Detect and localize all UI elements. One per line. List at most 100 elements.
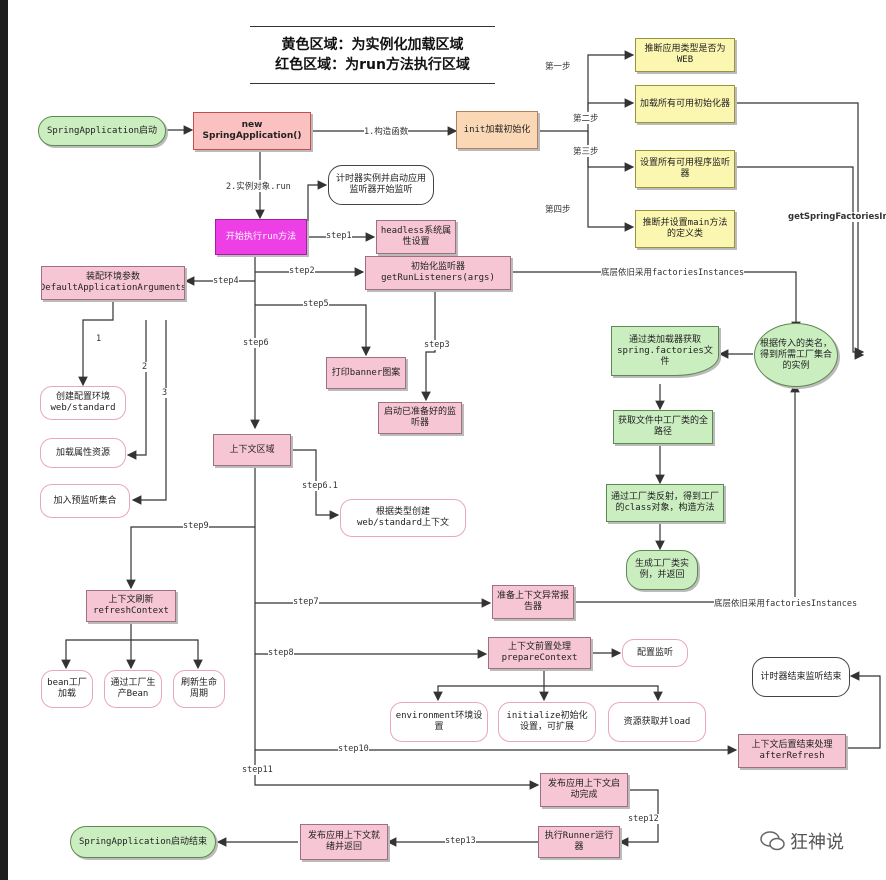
load-props-label: 加载属性资源: [55, 447, 110, 458]
label-branch-1: 1: [96, 334, 102, 344]
label-step3: step3: [424, 340, 450, 350]
factory-instance-node: 根据传入的类名，得到所需工厂集合的实例: [754, 323, 838, 387]
classloader-label: 通过类加载器获取spring.factories文件: [617, 334, 713, 367]
load-initializers-label: 加载所有可用初始化器: [639, 98, 730, 109]
create-env-node: 创建配置环境web/standard: [40, 386, 126, 420]
label-step8: step8: [268, 648, 294, 658]
label-get-factories: getSpringFactoriesIn: [788, 212, 886, 222]
prepare-reporter-label: 准备上下文异常报告器: [496, 591, 569, 612]
end-label: SpringApplication启动结束: [78, 836, 208, 847]
init-node: init加载初始化: [456, 111, 538, 149]
load-resource-node: 资源获取并load: [608, 702, 706, 742]
init-label: init加载初始化: [463, 124, 531, 135]
initialize-node: initialize初始化设置，可扩展: [498, 702, 596, 742]
get-run-listeners-label: 初始化监听器getRunListeners(args): [381, 262, 495, 283]
run-label: 开始执行run方法: [225, 231, 297, 242]
runner-label: 执行Runner运行器: [544, 831, 614, 852]
legend-yellow: 黄色区域：为实例化加载区域: [281, 37, 464, 53]
context-node: 上下文区域: [213, 434, 291, 466]
timer-start-node: 计时器实例并启动应用监听器开始监听: [328, 165, 434, 205]
label-step1: step1: [326, 231, 352, 241]
after-refresh-node: 上下文后置结束处理afterRefresh: [738, 734, 846, 768]
wechat-icon: [760, 831, 785, 851]
classloader-node: 通过类加载器获取spring.factories文件: [611, 326, 719, 376]
get-run-listeners-node: 初始化监听器getRunListeners(args): [365, 256, 511, 290]
label-step2: step2: [289, 266, 315, 276]
publish-ready-node: 发布应用上下文就绪并返回: [300, 824, 388, 860]
start-label: SpringApplication启动: [46, 125, 158, 136]
label-bottom-factories-2: 底层依旧采用factoriesInstances: [714, 597, 858, 609]
label-step7: step7: [293, 597, 319, 607]
legend-red: 红色区域：为run方法执行区域: [275, 57, 470, 73]
publish-ready-label: 发布应用上下文就绪并返回: [307, 831, 380, 852]
factory-instance-label: 根据传入的类名，得到所需工厂集合的实例: [759, 338, 832, 371]
label-step6-1: step6.1: [302, 481, 338, 491]
create-context-node: 根据类型创建web/standard上下文: [340, 499, 466, 537]
reflection-node: 通过工厂类反射，得到工厂的class对象，构造方法: [606, 484, 724, 522]
create-bean-node: 通过工厂生产Bean: [104, 670, 162, 708]
label-step5: step5: [303, 299, 329, 309]
config-listen-label: 配置监听: [636, 647, 673, 658]
refresh-lifecycle-label: 刷新生命周期: [180, 678, 217, 699]
start-listeners-node: 启动已准备好的监听器: [378, 402, 462, 434]
label-step10: step10: [338, 744, 369, 754]
gen-instance-label: 生成工厂类实例，并返回: [634, 559, 689, 580]
publish-started-label: 发布应用上下文启动完成: [547, 779, 620, 800]
create-bean-label: 通过工厂生产Bean: [110, 678, 156, 699]
label-first-step: 第一步: [545, 60, 571, 72]
timer-start-label: 计时器实例并启动应用监听器开始监听: [335, 174, 426, 195]
headless-label: headless系统属性设置: [380, 226, 452, 247]
refresh-context-label: 上下文刷新refreshContext: [93, 595, 169, 616]
load-initializers-node: 加载所有可用初始化器: [635, 85, 735, 123]
env-params-node: 装配环境参数DefaultApplicationArguments: [41, 266, 185, 300]
label-step9: step9: [183, 521, 209, 531]
infer-main-node: 推断并设置main方法的定义类: [635, 210, 735, 248]
watermark: 狂神说: [760, 828, 844, 854]
print-banner-node: 打印banner图案: [326, 357, 406, 389]
set-listeners-node: 设置所有可用程序监听器: [635, 150, 735, 188]
factory-path-node: 获取文件中工厂类的全路径: [613, 410, 713, 444]
label-step12: step12: [628, 814, 659, 824]
label-second-step: 第二步: [573, 112, 599, 124]
label-branch-2: 2: [142, 362, 148, 372]
label-third-step: 第三步: [573, 145, 599, 157]
create-context-label: 根据类型创建web/standard上下文: [356, 507, 450, 528]
label-step6: step6: [243, 338, 269, 348]
environment-node: environment环境设置: [390, 702, 488, 742]
gen-instance-node: 生成工厂类实例，并返回: [626, 550, 698, 590]
label-bottom-factories-1: 底层依旧采用factoriesInstances: [601, 266, 745, 278]
new-springapplication-node: new SpringApplication(): [193, 112, 311, 150]
reflection-label: 通过工厂类反射，得到工厂的class对象，构造方法: [610, 492, 719, 513]
label-fourth-step: 第四步: [545, 203, 571, 215]
prepare-context-label: 上下文前置处理prepareContext: [501, 642, 578, 663]
label-branch-3: 3: [162, 388, 168, 398]
print-banner-label: 打印banner图案: [331, 367, 401, 378]
prepare-reporter-node: 准备上下文异常报告器: [492, 585, 574, 619]
bean-factory-node: bean工厂加载: [41, 670, 93, 708]
label-step4: step4: [213, 276, 239, 286]
headless-node: headless系统属性设置: [376, 220, 456, 254]
environment-label: environment环境设置: [395, 711, 483, 732]
infer-type-label: 推断应用类型是否为WEB: [644, 44, 726, 65]
flowchart-canvas: 黄色区域：为实例化加载区域 红色区域：为run方法执行区域 SpringAppl…: [8, 0, 886, 880]
infer-main-label: 推断并设置main方法的定义类: [642, 218, 728, 239]
watermark-text: 狂神说: [790, 832, 844, 853]
env-params-label: 装配环境参数DefaultApplicationArguments: [41, 272, 185, 293]
refresh-lifecycle-node: 刷新生命周期: [173, 670, 225, 708]
infer-type-node: 推断应用类型是否为WEB: [635, 38, 735, 72]
prepare-context-node: 上下文前置处理prepareContext: [488, 637, 591, 669]
label-step11: step11: [242, 765, 273, 775]
new-app-label: new SpringApplication(): [202, 120, 302, 141]
set-listeners-label: 设置所有可用程序监听器: [639, 158, 730, 179]
start-node: SpringApplication启动: [38, 116, 166, 146]
label-instance-run: 2.实例对象.run: [226, 180, 291, 192]
end-node: SpringApplication启动结束: [70, 826, 216, 858]
label-constructor: 1.构造函数: [364, 125, 409, 137]
load-resource-label: 资源获取并load: [623, 716, 691, 727]
run-node: 开始执行run方法: [215, 219, 307, 255]
runner-node: 执行Runner运行器: [538, 826, 620, 858]
bean-factory-label: bean工厂加载: [47, 678, 87, 699]
factory-path-label: 获取文件中工厂类的全路径: [617, 416, 708, 437]
initialize-label: initialize初始化设置，可扩展: [506, 711, 588, 732]
timer-end-label: 计时器结束监听结束: [760, 671, 842, 682]
